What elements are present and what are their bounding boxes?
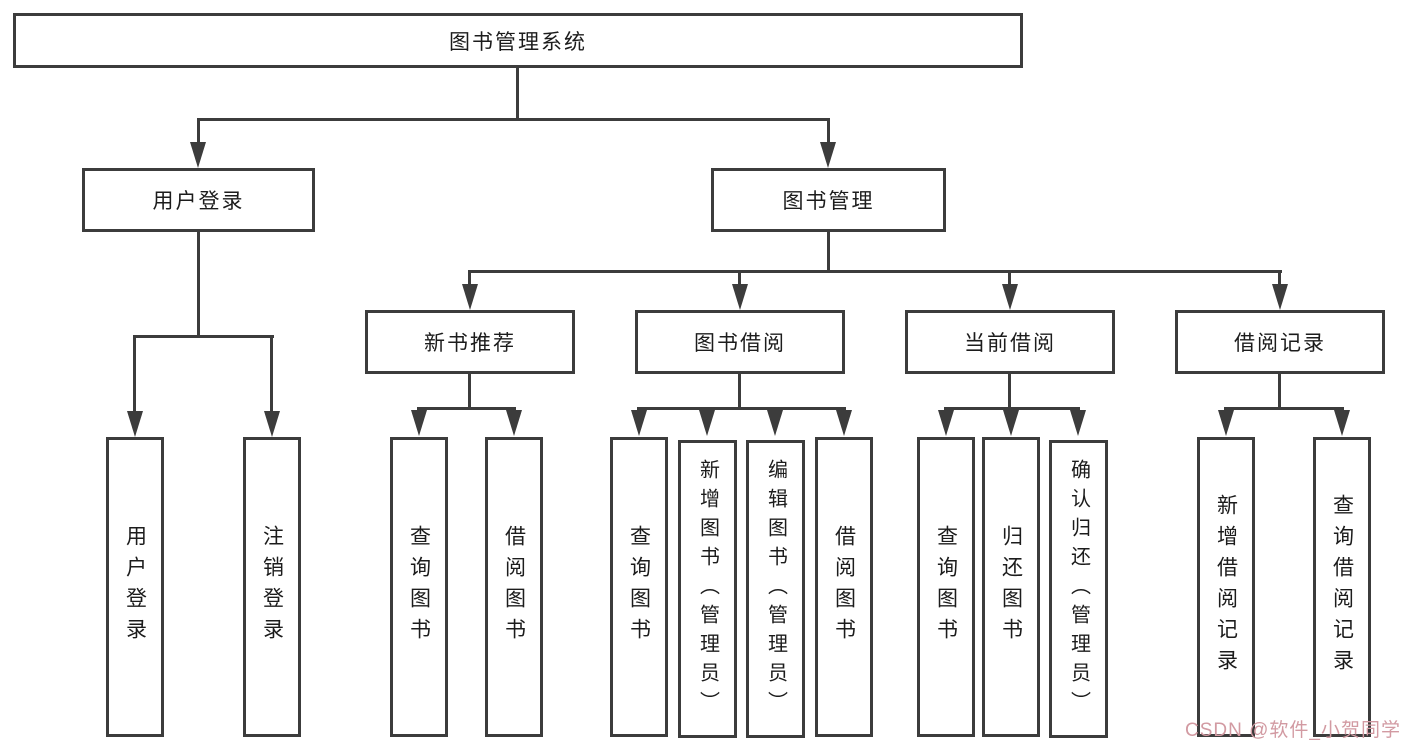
leaf-current-confirm-return-admin-label: 确认归还（管理员） — [1067, 458, 1090, 720]
arrow-down-icon — [938, 410, 954, 436]
connector-stem-borrow-records — [1278, 270, 1281, 286]
arrow-down-icon — [1334, 410, 1350, 436]
connector-recommend-hbar — [417, 407, 516, 410]
connector-root-stem — [516, 66, 519, 120]
node-borrow-records-label: 借阅记录 — [1234, 332, 1326, 355]
arrow-down-icon — [264, 411, 280, 437]
arrow-down-icon — [1002, 284, 1018, 310]
connector-user-login-hbar — [133, 335, 274, 338]
arrow-down-icon — [1070, 410, 1086, 436]
connector-current-vline — [1008, 372, 1011, 410]
node-book-borrow: 图书借阅 — [635, 310, 845, 374]
connector-stem-current-borrow — [1008, 270, 1011, 286]
node-user-login-label: 用户登录 — [152, 190, 245, 213]
leaf-borrow-edit-books-admin: 编辑图书（管理员） — [746, 440, 805, 738]
connector-stem-new-book-recommend — [468, 270, 471, 286]
leaf-current-return-books-label: 归还图书 — [999, 525, 1023, 649]
arrow-down-icon — [767, 410, 783, 436]
connector-borrow-hbar — [637, 407, 846, 410]
node-current-borrow: 当前借阅 — [905, 310, 1115, 374]
connector-stem-book-management — [827, 118, 830, 146]
leaf-borrow-edit-books-admin-label: 编辑图书（管理员） — [764, 458, 787, 720]
connector-recommend-vline — [468, 372, 471, 410]
leaf-records-query: 查询借阅记录 — [1313, 437, 1371, 737]
leaf-current-confirm-return-admin: 确认归还（管理员） — [1049, 440, 1108, 738]
node-root-label: 图书管理系统 — [449, 30, 587, 54]
leaf-borrow-borrow-books-label: 借阅图书 — [832, 525, 856, 649]
leaf-user-login: 用户登录 — [106, 437, 164, 737]
arrow-down-icon — [1272, 284, 1288, 310]
arrow-down-icon — [127, 411, 143, 437]
node-book-management: 图书管理 — [711, 168, 946, 232]
node-user-login: 用户登录 — [82, 168, 315, 232]
arrow-down-icon — [820, 142, 836, 168]
connector-stem-leaf-logout — [270, 335, 273, 413]
leaf-records-query-label: 查询借阅记录 — [1330, 494, 1354, 680]
connector-stem-book-borrow — [738, 270, 741, 286]
connector-borrow-vline — [738, 372, 741, 410]
connector-records-hbar — [1224, 407, 1344, 410]
arrow-down-icon — [190, 142, 206, 168]
leaf-borrow-query-books-label: 查询图书 — [627, 525, 651, 649]
leaf-logout: 注销登录 — [243, 437, 301, 737]
node-new-book-recommend-label: 新书推荐 — [424, 332, 516, 355]
leaf-borrow-query-books: 查询图书 — [610, 437, 668, 737]
node-book-borrow-label: 图书借阅 — [694, 332, 786, 355]
leaf-logout-label: 注销登录 — [260, 525, 284, 649]
leaf-recommend-borrow-books: 借阅图书 — [485, 437, 543, 737]
leaf-current-return-books: 归还图书 — [982, 437, 1040, 737]
leaf-recommend-query-books-label: 查询图书 — [407, 525, 431, 649]
node-current-borrow-label: 当前借阅 — [964, 332, 1056, 355]
leaf-records-add: 新增借阅记录 — [1197, 437, 1255, 737]
arrow-down-icon — [411, 410, 427, 436]
connector-records-vline — [1278, 372, 1281, 410]
arrow-down-icon — [462, 284, 478, 310]
connector-stem-user-login — [197, 118, 200, 146]
arrow-down-icon — [1003, 410, 1019, 436]
connector-root-hbar — [197, 118, 830, 121]
arrow-down-icon — [836, 410, 852, 436]
node-root: 图书管理系统 — [13, 13, 1023, 68]
leaf-borrow-add-books-admin: 新增图书（管理员） — [678, 440, 737, 738]
node-new-book-recommend: 新书推荐 — [365, 310, 575, 374]
leaf-current-query-books: 查询图书 — [917, 437, 975, 737]
connector-book-management-vline — [827, 230, 830, 272]
leaf-recommend-query-books: 查询图书 — [390, 437, 448, 737]
connector-stem-leaf-user-login — [133, 335, 136, 413]
leaf-borrow-add-books-admin-label: 新增图书（管理员） — [696, 458, 719, 720]
node-book-management-label: 图书管理 — [782, 190, 875, 213]
connector-sections-hbar — [468, 270, 1282, 273]
leaf-records-add-label: 新增借阅记录 — [1214, 494, 1238, 680]
leaf-user-login-label: 用户登录 — [123, 525, 147, 649]
arrow-down-icon — [732, 284, 748, 310]
leaf-recommend-borrow-books-label: 借阅图书 — [502, 525, 526, 649]
arrow-down-icon — [1218, 410, 1234, 436]
arrow-down-icon — [506, 410, 522, 436]
arrow-down-icon — [631, 410, 647, 436]
node-borrow-records: 借阅记录 — [1175, 310, 1385, 374]
leaf-borrow-borrow-books: 借阅图书 — [815, 437, 873, 737]
connector-user-login-vline — [197, 230, 200, 337]
watermark: CSDN @软件_小贺同学 — [1185, 720, 1401, 741]
leaf-current-query-books-label: 查询图书 — [934, 525, 958, 649]
connector-current-hbar — [944, 407, 1080, 410]
arrow-down-icon — [699, 410, 715, 436]
